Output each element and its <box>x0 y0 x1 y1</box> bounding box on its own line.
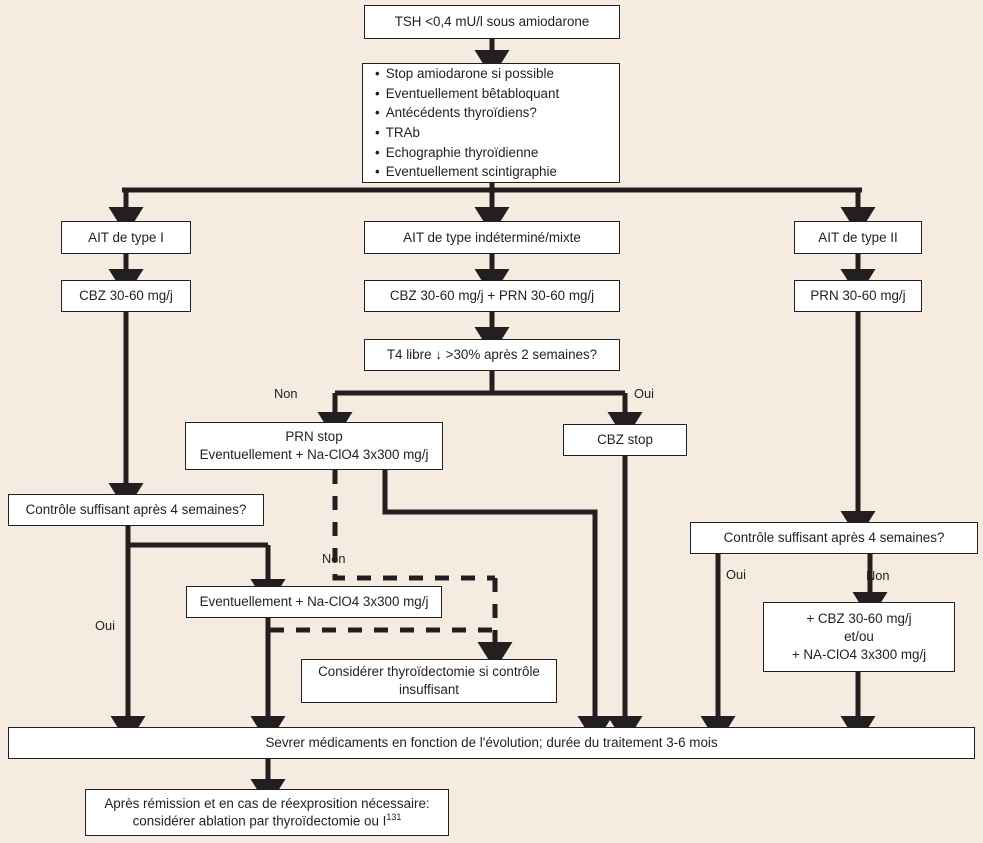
node-tsh-label: TSH <0,4 mU/l sous amiodarone <box>394 14 590 30</box>
edge-label-control-right-non: Non <box>866 568 890 583</box>
remission-line-2: considérer ablation par thyroïdectomie o… <box>132 813 387 829</box>
dashed-link-prnstop-branch <box>332 470 495 581</box>
node-add-cbz[interactable]: + CBZ 30-60 mg/j et/ou + NA-ClO4 3x300 m… <box>763 602 955 672</box>
workup-item: Stop amiodarone si possible <box>375 64 611 84</box>
node-ait-mixed-label: AIT de type indéterminé/mixte <box>403 229 581 245</box>
node-t4-check[interactable]: T4 libre ↓ >30% après 2 semaines? <box>364 339 620 371</box>
remission-line-1: Après rémission et en cas de réexprositi… <box>104 795 430 811</box>
edge-label-control-left-oui: Oui <box>95 618 115 633</box>
node-t4-check-label: T4 libre ↓ >30% après 2 semaines? <box>386 347 598 363</box>
node-cbz-stop[interactable]: CBZ stop <box>563 424 687 456</box>
node-apres-remission-text: Après rémission et en cas de réexprositi… <box>94 795 440 831</box>
node-cbz-left[interactable]: CBZ 30-60 mg/j <box>61 280 191 312</box>
node-ait-type2[interactable]: AIT de type II <box>794 221 922 254</box>
workup-item: TRAb <box>375 123 611 143</box>
node-control-left-label: Contrôle suffisant après 4 semaines? <box>25 502 247 518</box>
edge-label-t4-oui: Oui <box>634 386 654 401</box>
workup-bullet-list: Stop amiodarone si possible Eventuelleme… <box>375 64 611 181</box>
node-thyroidectomie[interactable]: Considérer thyroïdectomie si contrôle in… <box>301 659 557 703</box>
node-ait-type2-label: AIT de type II <box>818 229 898 245</box>
node-cbz-prn-mid-label: CBZ 30-60 mg/j + PRN 30-60 mg/j <box>389 288 595 304</box>
node-cbz-left-label: CBZ 30-60 mg/j <box>79 288 173 304</box>
node-prn-stop[interactable]: PRN stop Eventuellement + Na-ClO4 3x300 … <box>185 422 443 470</box>
node-prn-right-label: PRN 30-60 mg/j <box>810 288 906 304</box>
workup-item: Eventuellement bêtabloquant <box>375 84 611 104</box>
node-control-right[interactable]: Contrôle suffisant après 4 semaines? <box>690 522 978 554</box>
node-thyroidectomie-label: Considérer thyroïdectomie si contrôle in… <box>318 664 540 697</box>
node-ait-type1[interactable]: AIT de type I <box>61 221 191 254</box>
node-add-cbz-label: + CBZ 30-60 mg/j et/ou + NA-ClO4 3x300 m… <box>791 611 927 662</box>
edge-label-control-left-non: Non <box>322 551 346 566</box>
node-control-right-label: Contrôle suffisant après 4 semaines? <box>723 530 945 546</box>
node-sevrer-label: Sevrer médicaments en fonction de l'évol… <box>265 735 718 751</box>
iodine-131-superscript: 131 <box>386 812 402 823</box>
node-cbz-stop-label: CBZ stop <box>597 432 653 448</box>
node-eventuellement-naclo4-label: Eventuellement + Na-ClO4 3x300 mg/j <box>199 594 429 610</box>
node-initial-workup[interactable]: Stop amiodarone si possible Eventuelleme… <box>362 63 620 183</box>
edge-label-t4-non: Non <box>274 386 298 401</box>
node-tsh[interactable]: TSH <0,4 mU/l sous amiodarone <box>364 5 620 39</box>
node-eventuellement-naclo4[interactable]: Eventuellement + Na-ClO4 3x300 mg/j <box>186 586 442 618</box>
node-control-left[interactable]: Contrôle suffisant après 4 semaines? <box>8 494 264 526</box>
node-cbz-prn-mid[interactable]: CBZ 30-60 mg/j + PRN 30-60 mg/j <box>364 280 620 312</box>
node-ait-mixed[interactable]: AIT de type indéterminé/mixte <box>364 221 620 254</box>
workup-item: Echographie thyroïdienne <box>375 143 611 163</box>
workup-item: Antécédents thyroïdiens? <box>375 103 611 123</box>
workup-item: Eventuellement scintigraphie <box>375 162 611 182</box>
node-ait-type1-label: AIT de type I <box>88 229 164 245</box>
node-apres-remission[interactable]: Après rémission et en cas de réexprositi… <box>85 789 449 836</box>
node-prn-right[interactable]: PRN 30-60 mg/j <box>794 280 922 312</box>
edge-label-control-right-oui: Oui <box>726 567 746 582</box>
node-prn-stop-label: PRN stop Eventuellement + Na-ClO4 3x300 … <box>199 429 429 462</box>
node-sevrer[interactable]: Sevrer médicaments en fonction de l'évol… <box>8 727 975 759</box>
